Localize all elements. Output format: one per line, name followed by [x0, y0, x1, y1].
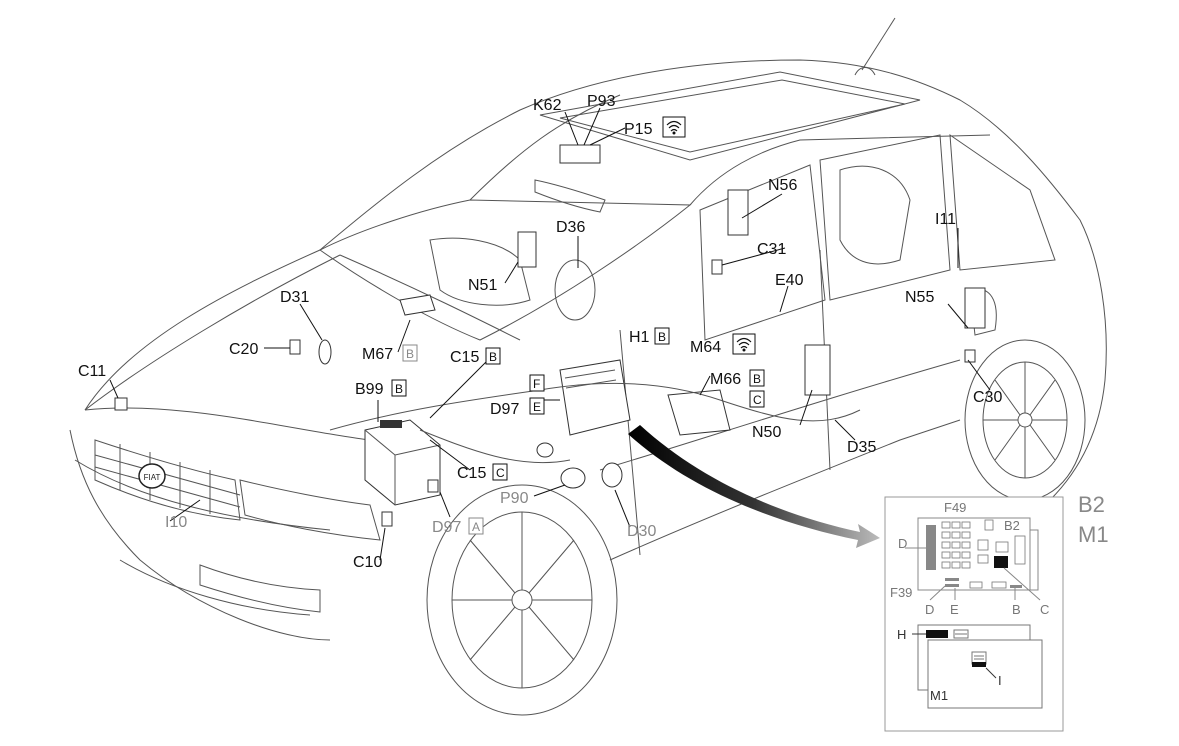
label-p90: P90	[500, 490, 529, 507]
label-n55: N55	[905, 289, 934, 306]
rear-wheel	[964, 339, 1086, 501]
labels: K62 P93 P15 N56 D36 I11 C31 N51 E40 D31 …	[78, 93, 1002, 571]
inset-label-c-bottom: C	[1040, 602, 1049, 617]
label-d97-e-box: E	[533, 400, 541, 414]
inset-label-h: H	[897, 627, 906, 642]
label-d30: D30	[627, 523, 656, 540]
label-m66-box: B	[753, 372, 761, 386]
fusebox-m1	[559, 359, 631, 436]
label-n50: N50	[752, 424, 781, 441]
label-c30: C30	[973, 389, 1002, 406]
label-k62: K62	[533, 97, 562, 114]
label-p93: P93	[587, 93, 616, 110]
label-d36: D36	[556, 219, 585, 236]
inset-label-b-bottom: B	[1012, 602, 1021, 617]
label-i11: I11	[935, 211, 956, 228]
label-m66-box2: C	[753, 393, 762, 407]
label-n51: N51	[468, 277, 497, 294]
label-b99-box: B	[395, 382, 403, 396]
label-c10: C10	[353, 554, 382, 571]
inset-label-f49: F49	[944, 500, 966, 515]
callout-arrow	[628, 425, 880, 548]
inset-label-i: I	[998, 673, 1002, 688]
label-m67: M67	[362, 346, 393, 363]
inset-label-e-bottom: E	[950, 602, 959, 617]
alarm-sensor-icon	[732, 333, 756, 355]
battery	[364, 419, 441, 506]
label-m67-box: B	[406, 347, 414, 361]
inset-label-f39: F39	[890, 585, 912, 600]
inset-label-d-bottom: D	[925, 602, 934, 617]
label-c15-c-box: C	[496, 466, 505, 480]
inset-label-m1: M1	[930, 688, 948, 703]
label-c15-c: C15	[457, 465, 486, 482]
svg-text:FIAT: FIAT	[144, 473, 161, 482]
leader-lines	[109, 107, 991, 561]
label-d97-a: D97	[432, 519, 461, 536]
label-f-box: F	[533, 377, 540, 391]
label-d35: D35	[847, 439, 876, 456]
inset-detail: B2 M1 F49 B2 D F39	[884, 492, 1109, 732]
label-c11: C11	[78, 363, 106, 380]
label-m64: M64	[690, 339, 721, 356]
inset-label-b2: B2	[1004, 518, 1020, 533]
fiat-logo: FIAT	[138, 463, 166, 489]
front-wheel	[426, 484, 618, 716]
label-c15-b: C15	[450, 349, 479, 366]
label-p15: P15	[624, 121, 653, 138]
inset-label-d-left: D	[898, 536, 907, 551]
label-m66: M66	[710, 371, 741, 388]
label-d97-a-box: A	[472, 520, 480, 534]
label-i10: I10	[165, 514, 187, 531]
label-b99: B99	[355, 381, 384, 398]
label-d31: D31	[280, 289, 309, 306]
label-h1: H1	[629, 329, 650, 346]
label-n56: N56	[768, 177, 797, 194]
label-c31: C31	[757, 241, 786, 258]
label-h1-box: B	[658, 330, 666, 344]
label-c15-b-box: B	[489, 350, 497, 364]
inset-title-b2: B2	[1078, 492, 1105, 517]
car-body-outline: FIAT	[69, 17, 1107, 716]
alarm-sensor-icon	[662, 116, 686, 138]
label-e40: E40	[775, 272, 804, 289]
inset-title-m1: M1	[1078, 522, 1109, 547]
label-c20: C20	[229, 341, 258, 358]
label-d97-e: D97	[490, 401, 519, 418]
